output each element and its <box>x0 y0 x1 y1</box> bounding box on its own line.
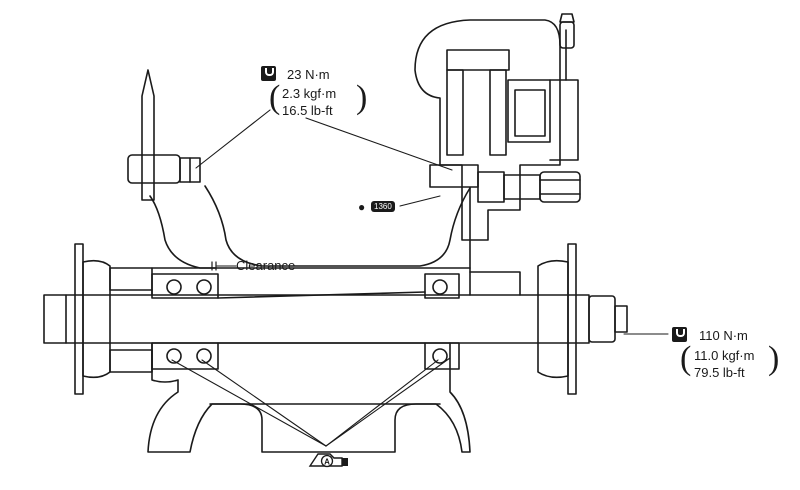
paren-right-icon: ) <box>768 340 780 377</box>
torque-top-leaders <box>195 109 453 171</box>
torque-wrench-icon <box>672 327 687 342</box>
grease-letter: A <box>324 458 330 467</box>
torque-top-value: 23 N·m <box>287 67 330 82</box>
tag-string-icon: ● <box>358 200 366 214</box>
brake-caliper <box>414 13 581 241</box>
torque-top-lbft: 16.5 lb-ft <box>282 103 333 118</box>
mounting-bracket <box>127 69 471 269</box>
part-tag-icon: 1360 <box>371 201 395 212</box>
torque-right-kgf: 11.0 kgf·m <box>694 348 755 363</box>
paren-right-icon: ) <box>356 79 368 116</box>
clearance-label: Clearance <box>236 258 296 273</box>
hub-housing <box>147 267 521 453</box>
grease-leaders <box>171 357 451 447</box>
grease-icon: A <box>308 453 348 468</box>
torque-top-kgf: 2.3 kgf·m <box>282 86 337 101</box>
paren-left-icon: ( <box>680 340 692 377</box>
bearings <box>151 273 460 370</box>
torque-right-value: 110 N·m <box>699 328 748 343</box>
paren-left-icon: ( <box>269 79 281 116</box>
torque-right-lbft: 79.5 lb-ft <box>694 365 745 380</box>
torque-wrench-icon <box>261 66 276 81</box>
